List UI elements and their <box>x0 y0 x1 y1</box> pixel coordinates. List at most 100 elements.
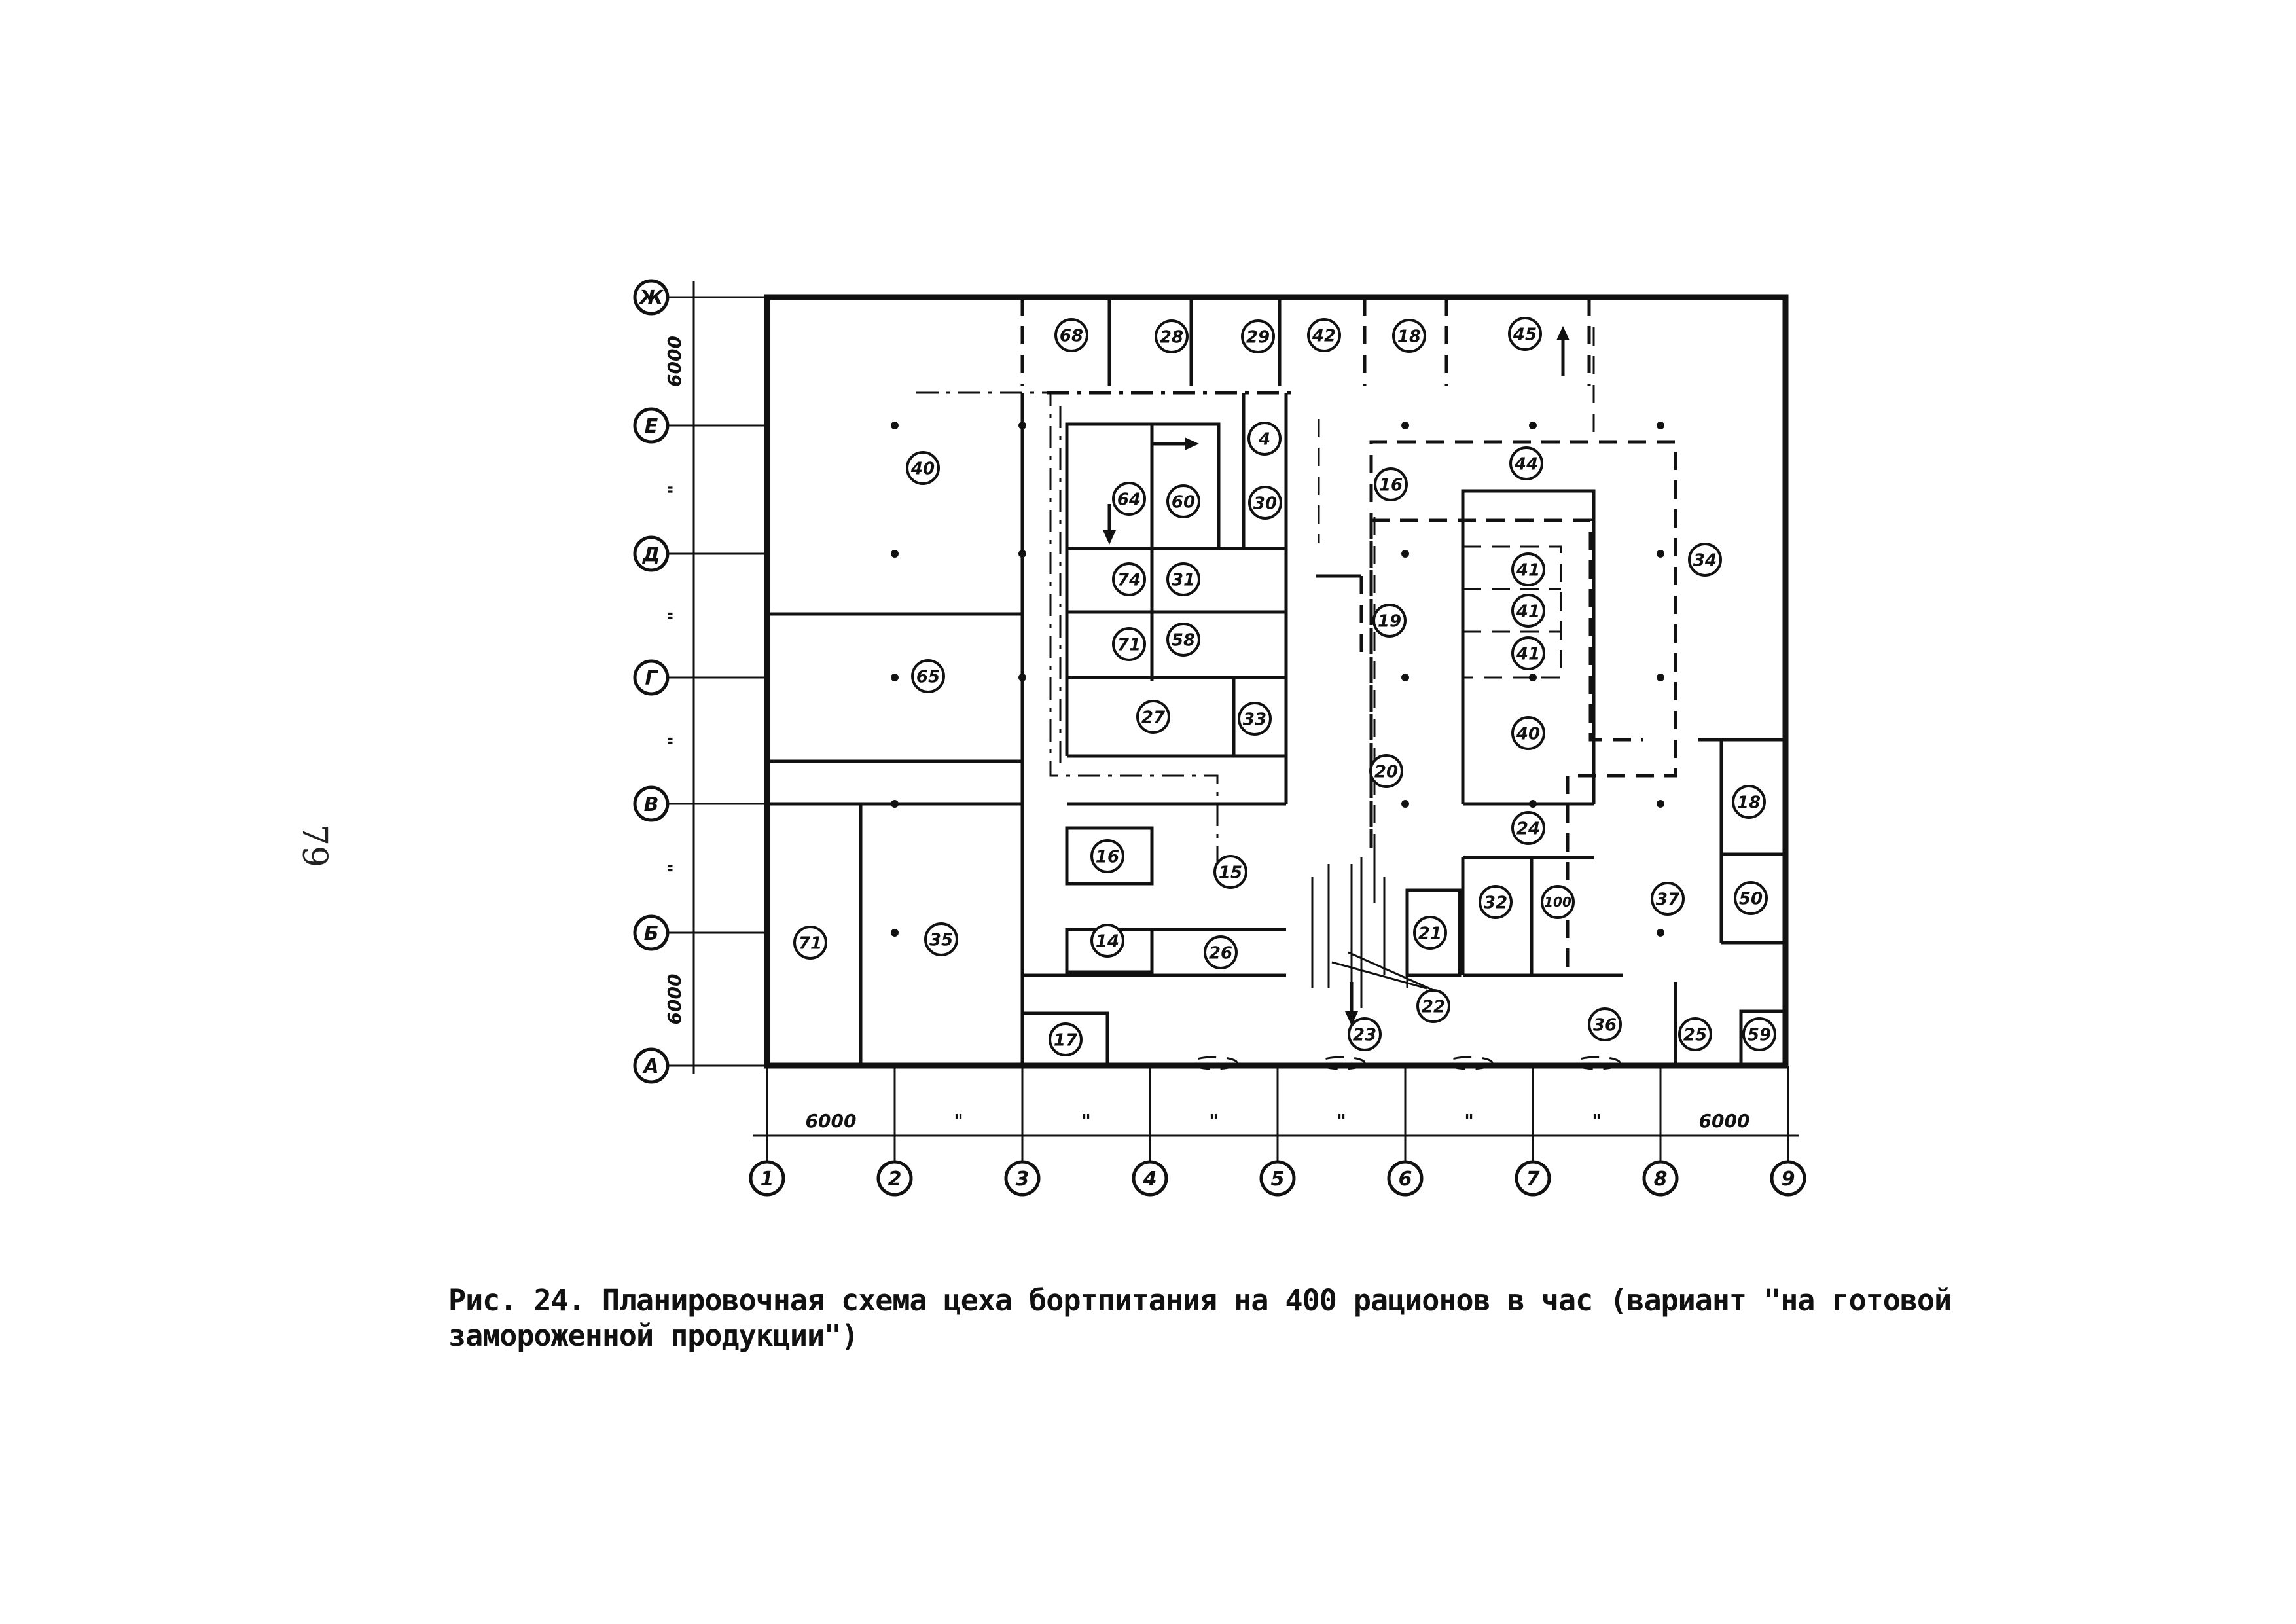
room-number-circle <box>1413 916 1447 950</box>
room-marker-r29: 29 <box>1241 319 1275 353</box>
column-axis-label: 5 <box>1271 1168 1285 1191</box>
room-number: 30 <box>1253 494 1277 513</box>
column-axis-marker <box>1770 1160 1806 1197</box>
column-dot <box>1401 422 1409 429</box>
column-axis-marker <box>1642 1160 1679 1197</box>
room-marker-r28: 28 <box>1155 319 1189 353</box>
room-number: 45 <box>1513 325 1537 344</box>
room-marker-r36: 36 <box>1588 1007 1622 1041</box>
room-number: 18 <box>1397 327 1421 346</box>
room-marker-r26: 26 <box>1204 935 1238 969</box>
room-number: 25 <box>1683 1025 1707 1045</box>
column-axis-marker <box>1515 1160 1551 1197</box>
room-number: 74 <box>1117 570 1141 590</box>
room-number-circle <box>1688 543 1722 577</box>
room-number-circle <box>906 451 940 485</box>
room-marker-r41b: 41 <box>1511 594 1545 628</box>
room-number: 16 <box>1096 847 1119 867</box>
column-axis-label: 9 <box>1782 1168 1795 1191</box>
room-number-circle <box>1372 604 1407 638</box>
room-marker-r34: 34 <box>1688 543 1722 577</box>
row-axis-marker <box>633 785 670 822</box>
room-number-circle <box>1678 1017 1712 1051</box>
room-number-circle <box>1090 924 1124 958</box>
room-number-circle <box>1511 636 1545 670</box>
row-axis-label: А <box>642 1055 658 1078</box>
room-number: 64 <box>1117 490 1141 509</box>
row-spacing-label: 6000 <box>664 974 685 1025</box>
room-number-circle <box>1112 482 1146 516</box>
room-number-circle <box>1090 839 1124 873</box>
room-marker-r44: 44 <box>1509 446 1543 480</box>
structural-column-dots <box>891 422 1664 937</box>
room-number: 19 <box>1378 611 1401 631</box>
room-number: 41 <box>1516 644 1540 664</box>
room-number-circle <box>1204 935 1238 969</box>
room-number: 100 <box>1544 894 1571 910</box>
room-number: 24 <box>1516 819 1540 839</box>
column-dot <box>891 422 899 429</box>
column-axis-label: 8 <box>1654 1168 1668 1191</box>
room-number-circle <box>1054 318 1088 352</box>
room-number: 18 <box>1737 793 1761 812</box>
room-number: 65 <box>916 667 940 687</box>
column-axis-marker <box>749 1160 785 1197</box>
room-number-circle <box>911 659 945 693</box>
room-number: 34 <box>1693 550 1717 570</box>
column-dot <box>1018 550 1026 558</box>
room-number-circle <box>1241 319 1275 353</box>
room-number: 16 <box>1379 475 1403 495</box>
room-number: 26 <box>1209 943 1232 963</box>
room-number: 20 <box>1374 762 1398 782</box>
room-number-circle <box>1651 882 1685 916</box>
room-number-circle <box>1369 754 1403 788</box>
column-axis-label: 1 <box>761 1168 774 1191</box>
column-dot <box>1401 800 1409 808</box>
room-marker-r24: 24 <box>1511 811 1545 845</box>
room-marker-r20: 20 <box>1369 754 1403 788</box>
room-number-circle <box>1392 319 1426 353</box>
room-marker-r19: 19 <box>1372 604 1407 638</box>
room-number-circle <box>1307 318 1341 352</box>
room-marker-r14: 14 <box>1090 924 1124 958</box>
room-marker-r16b: 16 <box>1090 839 1124 873</box>
column-axis-label: 2 <box>888 1168 902 1191</box>
room-number: 15 <box>1219 863 1242 882</box>
room-marker-r68: 68 <box>1054 318 1088 352</box>
room-number: 41 <box>1516 602 1540 621</box>
room-number: 68 <box>1060 326 1083 346</box>
column-axis-label: 3 <box>1016 1168 1030 1191</box>
column-axis-label: 7 <box>1526 1168 1540 1191</box>
room-number-circle <box>1511 716 1545 750</box>
room-marker-r60: 60 <box>1166 484 1200 518</box>
room-number-circle <box>1511 811 1545 845</box>
column-dot <box>1529 422 1537 429</box>
room-number-circle <box>1348 1017 1382 1051</box>
column-dot <box>1529 800 1537 808</box>
room-marker-r71b: 71 <box>793 926 827 960</box>
room-number-circle <box>1511 552 1545 586</box>
column-axis-label: 6 <box>1399 1168 1412 1191</box>
column-dot <box>891 800 899 808</box>
room-marker-r41a: 41 <box>1511 552 1545 586</box>
column-spacing-label: " <box>1592 1110 1602 1132</box>
room-number-circle <box>1374 467 1408 501</box>
column-spacing-label: 6000 <box>1699 1110 1750 1132</box>
column-spacing-label: " <box>1081 1110 1091 1132</box>
room-marker-r35: 35 <box>924 922 958 956</box>
room-number: 36 <box>1593 1015 1617 1035</box>
room-number: 23 <box>1353 1025 1376 1045</box>
room-number: 37 <box>1656 890 1680 909</box>
row-axis-label: Д <box>642 543 660 566</box>
column-spacing-label: " <box>1336 1110 1346 1132</box>
room-number-circle <box>1732 785 1766 819</box>
column-spacing-label: " <box>954 1110 963 1132</box>
figure-caption: Рис. 24. Планировочная схема цеха бортпи… <box>448 1283 1952 1353</box>
column-axis-marker <box>1387 1160 1424 1197</box>
room-marker-r42: 42 <box>1307 318 1341 352</box>
room-marker-r18b: 18 <box>1732 785 1766 819</box>
column-dot <box>891 674 899 681</box>
room-marker-r30: 30 <box>1248 486 1282 520</box>
room-number: 42 <box>1312 326 1336 346</box>
